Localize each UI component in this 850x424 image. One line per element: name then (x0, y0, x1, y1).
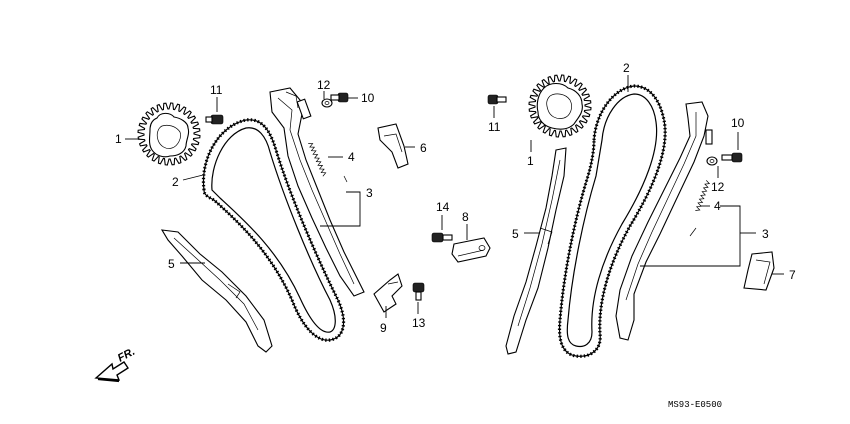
callout-10-right: 10 (731, 116, 745, 130)
callout-2-right: 2 (623, 61, 630, 75)
callout-1-left: 1 (115, 132, 122, 146)
callout-11-left: 11 (210, 83, 223, 97)
right-chain-tensioner (615, 101, 713, 341)
callout-2-left: 2 (172, 175, 179, 189)
left-chain-tensioner (269, 87, 365, 297)
callout-5-left: 5 (168, 257, 175, 271)
callout-8: 8 (462, 210, 469, 224)
callout-12-left: 12 (317, 78, 331, 92)
front-direction-label: FR. (116, 346, 137, 365)
left-tensioner-spring (308, 143, 348, 183)
left-bolt-11 (205, 114, 224, 125)
left-cam-chain (201, 118, 346, 342)
guide-shoe-9 (373, 273, 403, 313)
left-chain-guide-6 (377, 123, 409, 169)
callout-6-left: 6 (420, 141, 427, 155)
right-chain-guide-7 (743, 251, 775, 291)
left-chain-guide (160, 229, 273, 353)
left-bolt-10 (330, 92, 349, 103)
callout-10-left: 10 (361, 91, 375, 105)
diagram-code: MS93-E0500 (668, 400, 722, 410)
left-cam-sprocket (137, 102, 201, 166)
callout-4-left: 4 (348, 150, 355, 164)
callout-3-right: 3 (762, 227, 769, 241)
right-washer-12 (706, 156, 718, 166)
right-bolt-11 (487, 94, 507, 105)
callout-13: 13 (412, 316, 426, 330)
right-cam-chain (557, 84, 667, 358)
bolt-13 (412, 282, 425, 301)
callout-3-left: 3 (366, 186, 373, 200)
callout-11-right: 11 (488, 120, 501, 134)
callout-14: 14 (436, 200, 450, 214)
right-chain-guide (505, 147, 567, 355)
callout-12-right: 12 (711, 180, 725, 194)
right-cam-sprocket (528, 74, 592, 138)
front-direction-arrow (94, 361, 129, 383)
callout-5-right: 5 (512, 227, 519, 241)
callout-1-right: 1 (527, 154, 534, 168)
callout-9: 9 (380, 321, 387, 335)
right-tensioner-spring (689, 180, 711, 237)
left-washer-12 (321, 98, 333, 108)
plate-8 (451, 237, 491, 263)
callout-4-right: 4 (714, 199, 721, 213)
right-bolt-10 (721, 152, 743, 163)
callout-7-right: 7 (789, 268, 796, 282)
bolt-14 (431, 232, 453, 243)
